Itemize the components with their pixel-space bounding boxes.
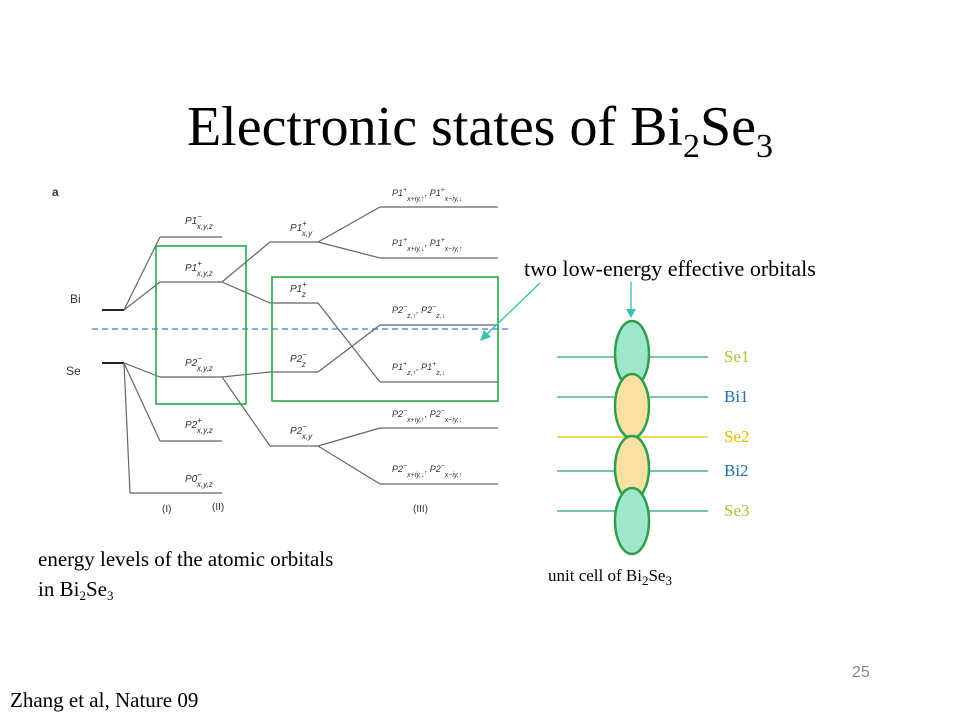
highlight-box-column-ii [155,245,247,405]
column-label-ii: (II) [212,502,224,513]
callout-arrowhead-left [480,330,491,341]
connector [317,206,381,243]
citation: Zhang et al, Nature 09 [10,688,199,712]
callout-arrowhead-down [626,309,636,318]
page-number: 25 [852,664,870,681]
orbital-bi1 [613,372,651,440]
label-p1m-xyz: P1−x,y,z [185,212,213,231]
label-p2m-xyz: P2−x,y,z [185,354,213,373]
connector [317,324,381,373]
label-r3: P2−z,↑, P2−z,↓ [392,304,445,320]
connector [123,236,161,311]
connector [221,376,271,447]
atom-label-se: Se [66,364,81,378]
label-p2p-xyz: P2+x,y,z [185,416,213,435]
connector [123,281,161,311]
label-p1p-xy: P1+x,y [290,219,313,238]
diagram-caption: energy levels of the atomic orbitals in … [38,547,334,603]
connector [317,427,381,447]
orbital-se3 [613,486,651,556]
label-r1: P1+x+iy,↑, P1+x−iy,↓ [392,187,462,203]
connector [317,241,381,259]
highlight-box-column-iii [271,276,499,402]
connector [123,362,161,442]
layer-label-se1: Se1 [724,347,750,366]
label-r2: P1+x+iy,↓, P1+x−iy,↑ [392,237,462,253]
label-p1p-xyz: P1+x,y,z [185,259,213,278]
layer-label-se3: Se3 [724,501,750,520]
connector [123,362,161,378]
callout-arrow-to-box [484,282,541,337]
panel-label: a [52,185,59,199]
label-p2m-z: P2−z [290,350,307,369]
atom-label-bi: Bi [70,292,81,306]
label-r4: P1+z,↑, P1+z,↓ [392,361,445,377]
level-lines [102,206,498,494]
connector [123,362,131,494]
unit-cell-caption: unit cell of Bi2Se3 [548,566,672,588]
layer-label-bi1: Bi1 [724,387,749,406]
label-r6: P2−x+iy,↓, P2−x−iy,↑ [392,463,462,479]
label-p1p-z: P1+z [290,280,307,299]
connector [317,445,381,485]
connector [317,302,381,383]
layer-label-se2: Se2 [724,427,750,446]
callout-text: two low-energy effective orbitals [524,256,816,281]
layer-label-bi2: Bi2 [724,461,749,480]
column-label-i: (I) [162,504,171,515]
label-r5: P2−x+iy,↑, P2−x−iy,↓ [392,408,462,424]
column-label-iii: (III) [413,504,428,515]
label-p0m-xyz: P0−x,y,z [185,470,213,489]
label-p2m-xy: P2−x,y [290,422,313,441]
slide-title: Electronic states of Bi2Se3 [186,96,774,165]
